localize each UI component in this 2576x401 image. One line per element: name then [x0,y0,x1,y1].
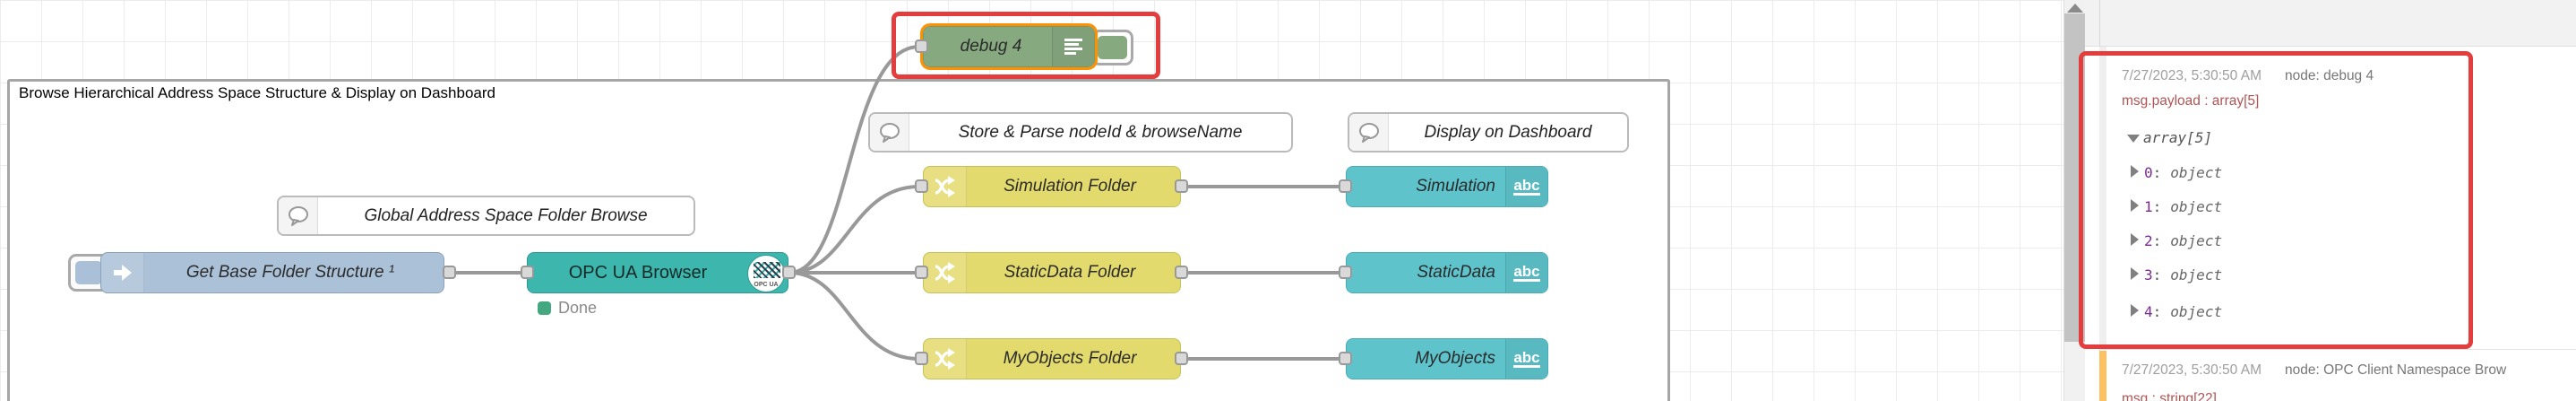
node-label: Simulation Folder [1004,177,1136,196]
switch-input-port[interactable] [915,179,928,193]
opc-ua-logo-icon: OPC UA [747,255,785,292]
tree-item-row[interactable]: 3:object [2131,266,2222,283]
source-node: node: debug 4 [2284,68,2374,83]
switch-input-port[interactable] [915,352,928,365]
status-text: Done [558,299,598,317]
comment-global-browse[interactable]: Global Address Space Folder Browse [277,196,695,236]
text-abc-icon: abc [1505,253,1547,292]
debug-list-icon [1052,27,1094,66]
timestamp: 7/27/2023, 5:30:50 AM [2122,68,2262,83]
tree-item-row[interactable]: 0:object [2131,164,2222,181]
chevron-right-icon[interactable] [2131,199,2139,212]
node-opc-ua-browser[interactable]: OPC UA Browser OPC UA [527,252,788,293]
annotation-box-debug-message [2079,51,2473,349]
comment-label: Global Address Space Folder Browse [364,205,648,225]
comment-label: Store & Parse nodeId & browseName [958,122,1243,142]
status-dot-icon [538,301,551,315]
comment-bubble-icon [279,197,318,234]
shuffle-icon [924,253,967,292]
switch-output-port[interactable] [1175,266,1188,279]
debug-message[interactable]: 7/27/2023, 5:30:50 AM node: debug 4 msg.p… [2099,47,2576,350]
comment-bubble-icon [870,114,909,151]
node-ui-staticdata[interactable]: StaticData abc [1346,252,1548,293]
comment-bubble-icon [1349,114,1389,151]
wires-layer[interactable] [0,0,2063,401]
node-switch-myobjects[interactable]: MyObjects Folder [923,338,1181,379]
node-label: Simulation [1416,177,1495,196]
opc-input-port[interactable] [521,266,534,279]
ui-input-port[interactable] [1339,266,1352,279]
comment-display-dashboard[interactable]: Display on Dashboard [1348,112,1629,153]
text-abc-icon: abc [1505,339,1547,379]
wire [788,271,921,361]
flow-canvas[interactable]: Browse Hierarchical Address Space Struct… [0,0,2063,401]
payload-property: msg : string[22] [2122,391,2217,401]
tree-root-row[interactable]: array[5] [2127,129,2212,146]
node-switch-simulation[interactable]: Simulation Folder [923,166,1181,207]
node-label: StaticData Folder [1004,263,1136,282]
tree-item-row[interactable]: 1:object [2131,198,2222,215]
text-abc-icon: abc [1505,167,1547,206]
debug-message-meta: 7/27/2023, 5:30:50 AM node: OPC Client Na… [2122,362,2506,379]
switch-output-port[interactable] [1175,179,1188,193]
node-ui-simulation[interactable]: Simulation abc [1346,166,1548,207]
debug-message[interactable]: 7/27/2023, 5:30:50 AM node: OPC Client Na… [2099,351,2576,401]
ui-input-port[interactable] [1339,352,1352,365]
inject-output-port[interactable] [443,266,456,279]
node-switch-staticdata[interactable]: StaticData Folder [923,252,1181,293]
ui-input-port[interactable] [1339,179,1352,193]
switch-output-port[interactable] [1175,352,1188,365]
comment-store-parse[interactable]: Store & Parse nodeId & browseName [868,112,1293,153]
debug-sidebar: 7/27/2023, 5:30:50 AM node: debug 4 msg.p… [2079,0,2576,401]
tree-item-row[interactable]: 4:object [2131,303,2222,320]
annotation-box-debug-node [892,12,1160,79]
chevron-right-icon[interactable] [2131,165,2139,178]
source-node: node: OPC Client Namespace Brow [2284,362,2507,378]
shuffle-icon [924,339,967,379]
node-label: MyObjects Folder [1003,349,1137,368]
chevron-right-icon[interactable] [2131,267,2139,280]
node-label: MyObjects [1415,349,1495,368]
chevron-down-icon[interactable] [2127,135,2140,143]
payload-property: msg.payload : array[5] [2122,93,2260,109]
tree-item-row[interactable]: 2:object [2131,232,2222,249]
timestamp: 7/27/2023, 5:30:50 AM [2122,362,2262,378]
node-label: StaticData [1417,263,1495,282]
debug-enable-button[interactable] [1091,30,1133,65]
chevron-right-icon[interactable] [2131,304,2139,317]
inject-arrow-icon [101,253,144,292]
node-label: debug 4 [960,37,1022,56]
node-label: OPC UA Browser [568,262,708,283]
debug-message-meta: 7/27/2023, 5:30:50 AM node: debug 4 [2122,68,2374,84]
node-label: Get Base Folder Structure ¹ [185,263,395,282]
switch-input-port[interactable] [915,266,928,279]
node-inject[interactable]: Get Base Folder Structure ¹ [100,252,444,293]
debug-input-port[interactable] [915,39,928,53]
wire [788,185,921,275]
node-ui-myobjects[interactable]: MyObjects abc [1346,338,1548,379]
opc-output-port[interactable] [782,266,796,279]
wire [788,45,921,275]
scroll-up-icon[interactable] [2067,4,2083,13]
group-title: Browse Hierarchical Address Space Struct… [19,84,495,101]
shuffle-icon [924,167,967,206]
node-status: Done [538,299,597,318]
chevron-right-icon[interactable] [2131,233,2139,246]
comment-label: Display on Dashboard [1424,122,1592,142]
node-debug-4[interactable]: debug 4 [920,23,1098,70]
sidebar-header-area [2085,0,2576,47]
